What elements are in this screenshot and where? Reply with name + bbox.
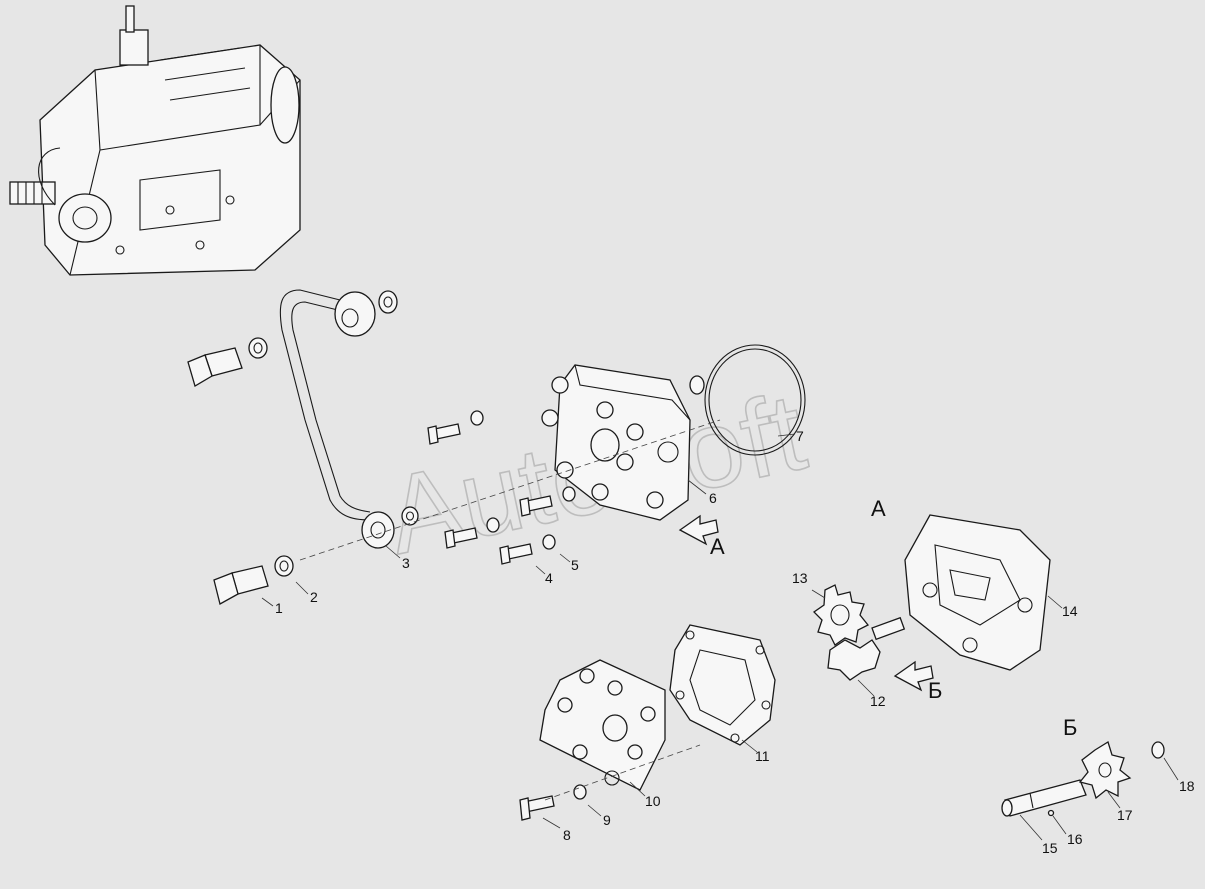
- view-b-title: Б: [1063, 715, 1077, 740]
- o-ring: [689, 344, 806, 456]
- pump-cover: [541, 364, 691, 521]
- gearbox-overview: [9, 5, 301, 276]
- view-a-arrow-label: А: [710, 534, 725, 559]
- view-b-arrow: [893, 660, 934, 692]
- banjo-bolt-1: [213, 506, 419, 605]
- label-part-3: 3: [402, 555, 410, 571]
- oil-pipe: [279, 289, 395, 549]
- gasket: [669, 624, 776, 746]
- label-part-7: 7: [796, 428, 804, 444]
- view-b-parts: [1001, 741, 1165, 817]
- pump-gears: [812, 584, 906, 681]
- label-part-8: 8: [563, 827, 571, 843]
- banjo-bolt-upper: [187, 290, 398, 387]
- pump-body: [904, 514, 1051, 671]
- assembly-axis-2: [544, 744, 701, 801]
- view-b-arrow-label: Б: [928, 678, 942, 703]
- label-part-6: 6: [709, 490, 717, 506]
- leader-lines: [261, 433, 1179, 841]
- label-part-5: 5: [571, 557, 579, 573]
- label-part-4: 4: [545, 570, 553, 586]
- label-part-16: 16: [1067, 831, 1083, 847]
- pump-flange: [539, 659, 666, 791]
- assembly-axis-1: [299, 419, 721, 561]
- label-part-11: 11: [755, 748, 770, 764]
- label-part-18: 18: [1179, 778, 1195, 794]
- view-a-arrow: [678, 514, 719, 546]
- label-part-12: 12: [870, 693, 886, 709]
- label-part-13: 13: [792, 570, 808, 586]
- label-part-15: 15: [1042, 840, 1058, 856]
- label-part-1: 1: [275, 600, 283, 616]
- label-part-14: 14: [1062, 603, 1078, 619]
- label-part-9: 9: [603, 812, 611, 828]
- label-part-17: 17: [1117, 807, 1133, 823]
- label-part-10: 10: [645, 793, 661, 809]
- view-a-title: А: [871, 496, 886, 521]
- label-part-2: 2: [310, 589, 318, 605]
- small-bolts: [427, 410, 587, 821]
